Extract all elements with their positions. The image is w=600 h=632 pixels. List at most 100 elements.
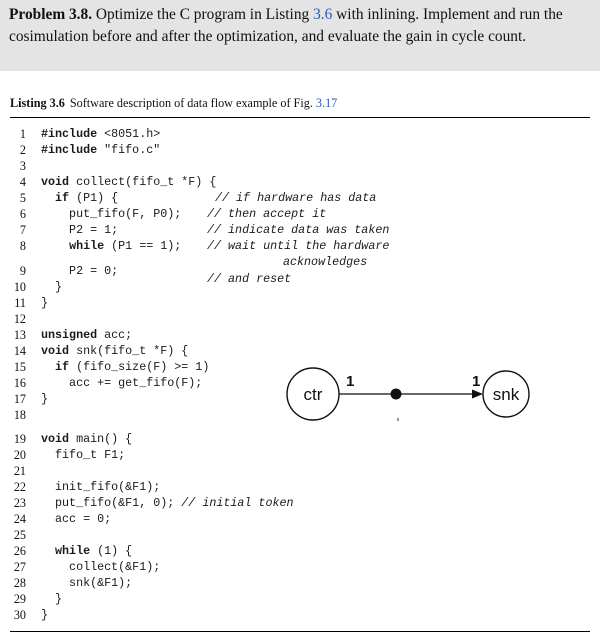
code-token: "fifo.c": [97, 143, 161, 157]
code-token: [41, 239, 69, 253]
code-text: void snk(fifo_t *F) {: [41, 343, 188, 359]
line-number: 28: [13, 576, 26, 590]
code-comment: // then accept it: [207, 207, 327, 221]
code-text: init_fifo(&F1);: [41, 479, 160, 495]
line-number: 11: [14, 296, 26, 310]
code-keyword: void: [41, 175, 70, 189]
line-number: 20: [13, 448, 26, 462]
line-number: 30: [13, 608, 26, 622]
fifo-edge-arrowhead: [472, 389, 483, 399]
code-keyword: void: [41, 344, 70, 358]
code-token: main() {: [69, 432, 133, 446]
code-text: P2 = 1;: [41, 222, 118, 238]
code-token: collect(&F1);: [41, 560, 161, 574]
code-token: collect(fifo_t *F) {: [69, 175, 217, 189]
line-number: 21: [13, 464, 26, 478]
code-keyword: #include: [41, 127, 98, 141]
line-number: 15: [13, 360, 26, 374]
code-keyword: while: [69, 239, 105, 253]
line-number: 9: [19, 264, 26, 278]
code-text: snk(&F1);: [41, 575, 132, 591]
line-number: 29: [13, 592, 26, 606]
code-comment: // indicate data was taken: [207, 223, 390, 237]
line-number: 24: [13, 512, 26, 526]
code-text: put_fifo(F, P0);: [41, 206, 181, 222]
code-token: [41, 544, 55, 558]
code-token: }: [41, 392, 49, 406]
code-text: void main() {: [41, 431, 132, 447]
problem-label: Problem 3.8.: [9, 6, 93, 23]
listing-top-rule: [10, 117, 590, 118]
code-text: while (1) {: [41, 543, 132, 559]
line-number: 26: [13, 544, 26, 558]
code-text: while (P1 == 1);: [41, 238, 181, 254]
initial-token-dot: [390, 388, 402, 400]
code-comment: // wait until the hardware: [207, 239, 390, 253]
code-token: (1) {: [90, 544, 133, 558]
code-text: collect(&F1);: [41, 559, 160, 575]
code-text: if (P1) {: [41, 190, 118, 206]
code-comment: // and reset: [207, 272, 292, 286]
code-token: put_fifo(F, P0);: [41, 207, 182, 221]
line-number: 5: [19, 191, 26, 205]
code-token: acc += get_fifo(F);: [41, 376, 203, 390]
code-comment: // if hardware has data: [215, 191, 377, 205]
code-keyword: unsigned: [41, 328, 98, 342]
code-text: unsigned acc;: [41, 327, 132, 343]
listing-label: Listing 3.6: [10, 96, 65, 110]
code-text: acc = 0;: [41, 511, 111, 527]
line-number: 12: [13, 312, 26, 326]
code-text: }: [41, 391, 48, 407]
code-token: <8051.h>: [97, 127, 161, 141]
line-number: 19: [13, 432, 26, 446]
code-token: }: [41, 280, 63, 294]
problem-text-before-ref: Optimize the C program in Listing: [92, 6, 314, 23]
problem-text-after-ref: with inlining. Implement and run the cos…: [9, 6, 563, 45]
listing-reference-link[interactable]: 3.6: [313, 6, 333, 23]
line-number: 17: [13, 392, 26, 406]
line-number: 13: [13, 328, 26, 342]
code-text: acc += get_fifo(F);: [41, 375, 202, 391]
line-number: 18: [13, 408, 26, 422]
code-token: snk(&F1);: [41, 576, 133, 590]
line-number: 1: [19, 127, 26, 141]
code-keyword: if: [55, 191, 70, 205]
code-text: fifo_t F1;: [41, 447, 125, 463]
code-token: (P1 == 1);: [104, 239, 182, 253]
code-token: P2 = 0;: [41, 264, 119, 278]
code-token: fifo_t F1;: [41, 448, 126, 462]
code-keyword: while: [55, 544, 91, 558]
code-text: }: [41, 279, 62, 295]
line-number: 7: [19, 223, 26, 237]
code-text: P2 = 0;: [41, 263, 118, 279]
line-number: 3: [19, 159, 26, 173]
line-number: 27: [13, 560, 26, 574]
code-token: snk(fifo_t *F) {: [69, 344, 189, 358]
ctr-actor-label: ctr: [304, 385, 323, 404]
code-token: P2 = 1;: [41, 223, 119, 237]
code-text: }: [41, 295, 48, 311]
line-number: 23: [13, 496, 26, 510]
code-text: void collect(fifo_t *F) {: [41, 174, 216, 190]
code-comment: // initial token: [181, 496, 294, 510]
line-number: 25: [13, 528, 26, 542]
code-text: #include <8051.h>: [41, 126, 160, 142]
code-keyword: #include: [41, 143, 98, 157]
line-number: 8: [19, 239, 26, 253]
code-token: [41, 191, 55, 205]
code-text: put_fifo(&F1, 0); // initial token: [41, 495, 294, 511]
code-keyword: if: [55, 360, 70, 374]
listing-caption-text: Software description of data flow exampl…: [69, 96, 316, 110]
code-keyword: void: [41, 432, 70, 446]
line-number: 4: [19, 175, 26, 189]
sink-rate-label: 1: [472, 373, 480, 390]
line-number: 14: [13, 344, 26, 358]
line-number: 6: [19, 207, 26, 221]
figure-reference-link[interactable]: 3.17: [315, 96, 338, 110]
code-text: if (fifo_size(F) >= 1): [41, 359, 209, 375]
code-token: (P1) {: [69, 191, 119, 205]
code-text: }: [41, 607, 48, 623]
code-token: }: [41, 592, 63, 606]
line-number: 16: [13, 376, 26, 390]
source-rate-label: 1: [346, 373, 354, 390]
